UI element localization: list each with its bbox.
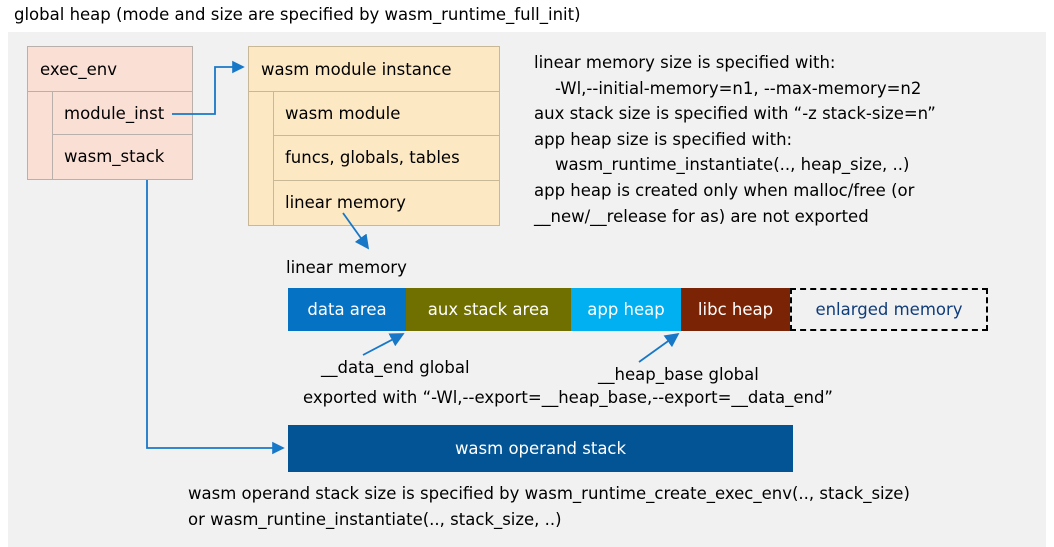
wasm-operand-stack-box: wasm operand stack: [288, 425, 793, 472]
exec-env-header: exec_env: [28, 47, 192, 92]
wasm-module-instance-rows: wasm module funcs, globals, tables linea…: [274, 92, 499, 225]
exec-env-box: exec_env module_inst wasm_stack: [27, 46, 193, 180]
wasm-module-instance-header: wasm module instance: [249, 47, 499, 92]
diagram-title: global heap (mode and size are specified…: [14, 5, 581, 24]
row-funcs-globals-tables: funcs, globals, tables: [274, 136, 499, 181]
memory-segment-app-heap: app heap: [571, 288, 681, 331]
wasm-module-instance-body: wasm module funcs, globals, tables linea…: [249, 92, 499, 225]
memory-segment-libc-heap: libc heap: [681, 288, 790, 331]
memory-segment-aux-stack-area: aux stack area: [406, 288, 571, 331]
exec-env-row-wasm-stack: wasm_stack: [64, 147, 165, 166]
annotation-heap-base-global: __heap_base global: [598, 365, 759, 384]
exec-env-rows: module_inst wasm_stack: [53, 92, 192, 179]
exec-env-row-module-inst: module_inst: [53, 92, 192, 135]
wasm-module-instance-gutter: [249, 92, 274, 225]
memory-config-info-text: linear memory size is specified with: -W…: [534, 53, 936, 226]
row-linear-memory: linear memory: [285, 193, 406, 213]
linear-memory-bar: data area aux stack area app heap libc h…: [288, 288, 988, 331]
linear-memory-label: linear memory: [286, 258, 407, 277]
exec-env-body: module_inst wasm_stack: [28, 92, 192, 179]
wasm-operand-stack-caption: wasm operand stack size is specified by …: [188, 484, 910, 529]
memory-segment-enlarged-memory: enlarged memory: [790, 288, 988, 331]
exec-env-gutter: [28, 92, 53, 179]
memory-segment-data-area: data area: [288, 288, 406, 331]
wasm-module-instance-box: wasm module instance wasm module funcs, …: [248, 46, 500, 226]
annotation-data-end-global: __data_end global: [321, 358, 470, 377]
row-wasm-module: wasm module: [274, 92, 499, 137]
annotation-exported-with: exported with “-Wl,--export=__heap_base,…: [303, 388, 833, 407]
